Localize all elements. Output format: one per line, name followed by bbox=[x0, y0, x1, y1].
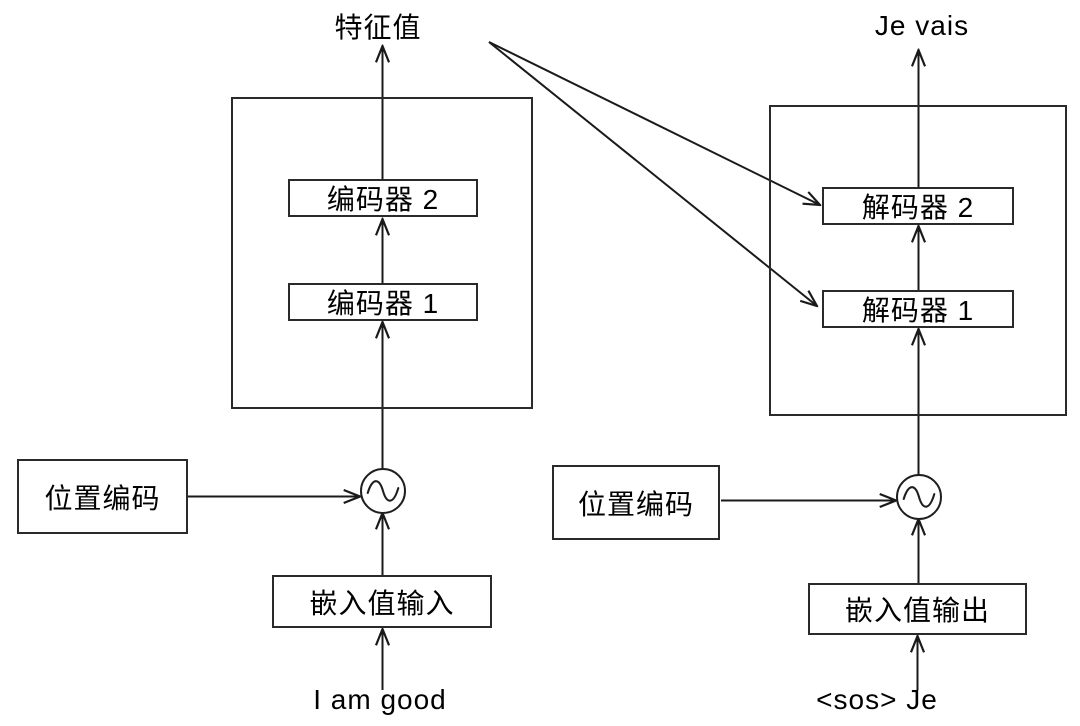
decoder-embedding-label: 嵌入值输出 bbox=[844, 595, 990, 626]
encoder-input-text: I am good bbox=[313, 684, 447, 715]
encoder-embedding-label: 嵌入值输入 bbox=[309, 587, 455, 619]
encoder-positional-encoding-label: 位置编码 bbox=[44, 482, 161, 514]
encoder-layer-1-box: 编码器 1 bbox=[288, 283, 478, 321]
encoder-add-node bbox=[360, 468, 406, 514]
decoder-layer-1-label: 解码器 1 bbox=[861, 295, 975, 326]
encoder-layer-2-box: 编码器 2 bbox=[288, 179, 478, 217]
decoder-output-label: Je vais bbox=[874, 10, 970, 41]
encoder-layer-1-label: 编码器 1 bbox=[326, 288, 440, 319]
decoder-layer-1-box: 解码器 1 bbox=[822, 290, 1014, 328]
decoder-stack-box bbox=[769, 105, 1067, 416]
decoder-positional-encoding-label: 位置编码 bbox=[577, 488, 694, 520]
encoder-positional-encoding-box: 位置编码 bbox=[17, 459, 188, 534]
decoder-positional-encoding-box: 位置编码 bbox=[552, 465, 720, 540]
decoder-embedding-box: 嵌入值输出 bbox=[808, 583, 1027, 635]
encoder-stack-box bbox=[231, 97, 533, 409]
encoder-layer-2-label: 编码器 2 bbox=[326, 184, 440, 215]
decoder-input-text: <sos> Je bbox=[816, 684, 938, 715]
decoder-add-node bbox=[896, 474, 942, 520]
decoder-layer-2-label: 解码器 2 bbox=[861, 192, 975, 223]
sine-wave-icon bbox=[902, 486, 936, 508]
encoder-embedding-box: 嵌入值输入 bbox=[272, 575, 492, 628]
sine-wave-icon bbox=[366, 480, 400, 502]
arrow-features-to-decoder1 bbox=[488, 41, 817, 306]
decoder-layer-2-box: 解码器 2 bbox=[822, 187, 1014, 225]
encoder-output-label: 特征值 bbox=[334, 12, 422, 43]
